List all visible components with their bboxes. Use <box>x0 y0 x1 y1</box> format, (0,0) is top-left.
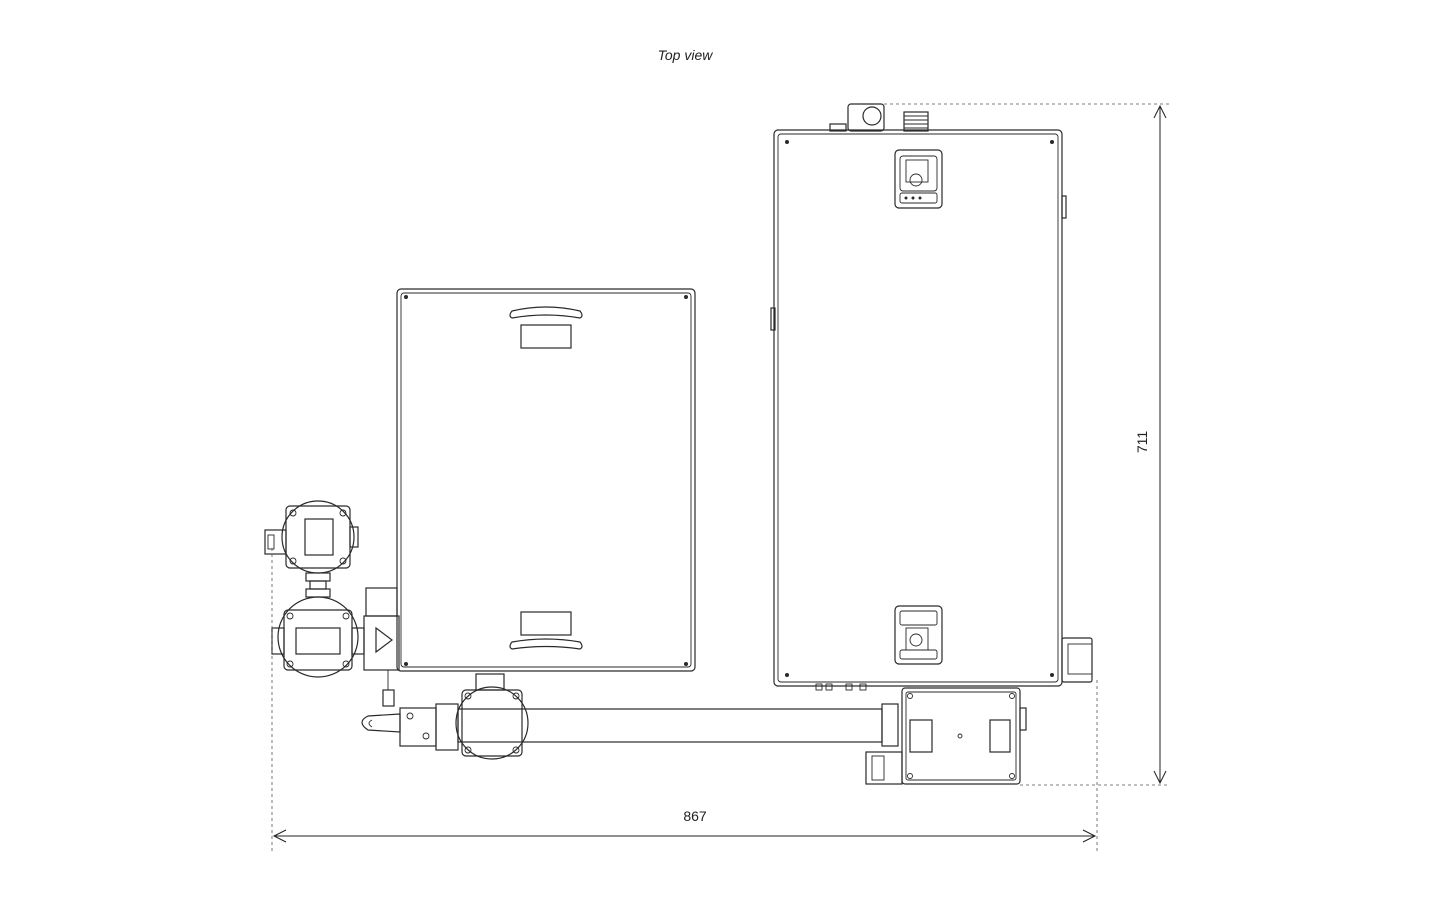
top-fitting-valve <box>847 103 885 132</box>
lower-round-housing <box>277 596 359 678</box>
valve-body <box>363 615 400 671</box>
top-label-window <box>520 324 572 349</box>
large-cabinet <box>770 103 1093 691</box>
valve-top <box>365 587 398 617</box>
nozzle <box>361 713 401 733</box>
large-cabinet-body <box>773 129 1063 687</box>
pipe-flange-unit <box>455 686 529 760</box>
top-fitting-knob <box>862 106 882 126</box>
left-junction-units <box>264 500 400 707</box>
medium-cabinet-body <box>396 288 696 672</box>
upper-latch <box>894 149 943 209</box>
top-fitting-small <box>829 123 847 132</box>
bottom-handle <box>509 638 583 650</box>
medium-cabinet <box>396 288 696 672</box>
end-box-bracket <box>865 751 903 785</box>
top-fitting-threaded <box>903 111 929 132</box>
side-connector <box>1061 637 1093 683</box>
lower-latch <box>894 605 943 665</box>
upper-round-housing <box>281 500 355 574</box>
view-title: Top view <box>657 47 713 63</box>
end-junction-box <box>901 687 1021 785</box>
upper-side-bracket <box>264 529 287 555</box>
nozzle-coupling <box>399 707 437 747</box>
bottom-label-window <box>520 611 572 636</box>
top-handle <box>509 306 583 319</box>
bottom-pipe-assembly <box>361 673 1027 785</box>
flow-arrow-icon <box>375 626 393 654</box>
width-dimension-label: 867 <box>683 808 707 824</box>
dimension-lines <box>271 103 1170 852</box>
